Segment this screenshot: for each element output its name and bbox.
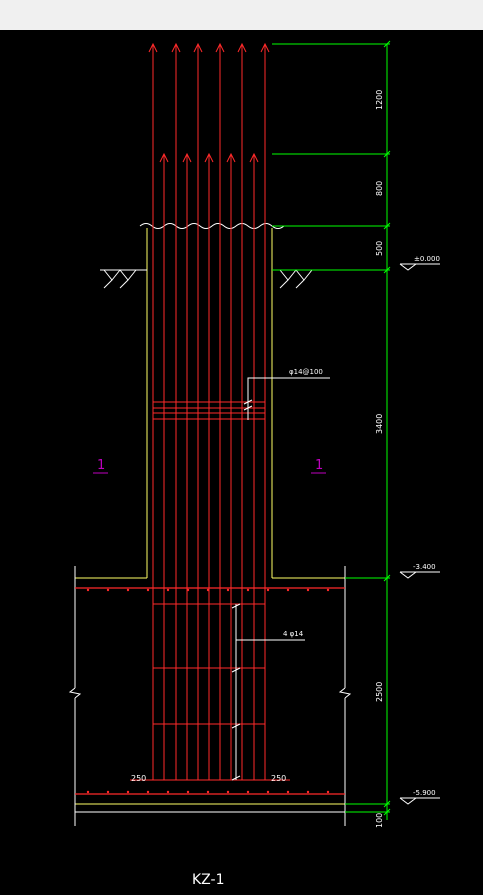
svg-text:-5.900: -5.900 <box>413 789 436 797</box>
svg-text:±0.000: ±0.000 <box>414 255 440 263</box>
bar-leader <box>231 603 305 781</box>
svg-text:1: 1 <box>97 458 105 473</box>
elevation-marker-2: -5.900 <box>399 789 440 805</box>
top-toolbar <box>0 0 483 30</box>
svg-text:800: 800 <box>375 181 384 196</box>
dimension-texts: 1200 800 500 3400 2500 100 <box>375 90 384 828</box>
offset-left-label: 250 <box>131 774 146 783</box>
svg-text:500: 500 <box>375 241 384 256</box>
stirrup-label: φ14@100 <box>289 368 323 376</box>
svg-text:-3.400: -3.400 <box>413 563 436 571</box>
svg-text:1: 1 <box>315 458 323 473</box>
svg-text:3400: 3400 <box>375 414 384 434</box>
foundation-stirrups <box>153 603 265 725</box>
ground-symbol-left <box>100 269 147 289</box>
bar-label: 4 φ14 <box>283 630 304 638</box>
column-outline <box>75 228 345 805</box>
foundation-bars <box>75 587 345 795</box>
drawing-title: KZ-1 <box>192 872 224 888</box>
cad-canvas[interactable]: φ14@100 4 φ14 250 250 1 1 <box>0 30 483 891</box>
ground-symbol-right <box>272 269 320 289</box>
column-stirrups <box>153 401 265 420</box>
svg-text:100: 100 <box>375 813 384 828</box>
offset-right-label: 250 <box>271 774 286 783</box>
drawing-svg: φ14@100 4 φ14 250 250 1 1 <box>68 40 440 888</box>
elevation-marker-0: ±0.000 <box>399 255 440 271</box>
dimension-lines <box>272 40 391 820</box>
svg-text:1200: 1200 <box>375 90 384 110</box>
svg-text:2500: 2500 <box>375 682 384 702</box>
foundation-bar-dots <box>86 588 330 794</box>
section-mark-left: 1 <box>93 458 108 474</box>
stirrup-leader <box>243 377 330 420</box>
vertical-rebars <box>130 42 290 781</box>
foundation-outline <box>68 566 352 826</box>
section-mark-right: 1 <box>311 458 326 474</box>
break-line <box>139 223 285 229</box>
elevation-marker-1: -3.400 <box>399 563 440 579</box>
